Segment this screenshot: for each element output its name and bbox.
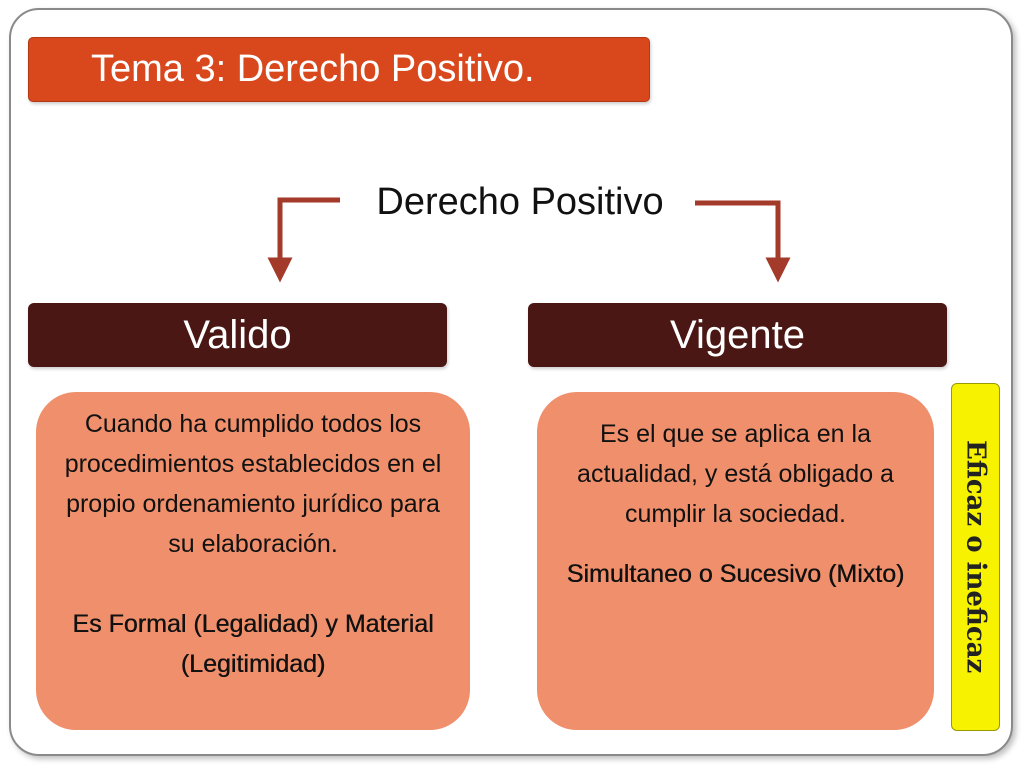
root-node-label: Derecho Positivo [376, 180, 664, 223]
arrow-right [695, 200, 791, 283]
header-vigente: Vigente [528, 303, 947, 367]
side-tag-eficaz: Eficaz o ineficaz [951, 383, 1000, 731]
slide-title-text: Tema 3: Derecho Positivo. [91, 48, 535, 90]
header-vigente-label: Vigente [670, 312, 805, 357]
side-tag-label: Eficaz o ineficaz [960, 440, 991, 674]
header-valido: Valido [28, 303, 447, 367]
card-valido: Cuando ha cumplido todos los procedimien… [36, 392, 470, 730]
slide-title: Tema 3: Derecho Positivo. [28, 37, 650, 102]
card-valido-note: Es Formal (Legalidad) y Material (Legiti… [72, 610, 434, 678]
arrow-left [267, 197, 340, 283]
card-valido-description: Cuando ha cumplido todos los procedimien… [64, 410, 442, 558]
card-vigente-description: Es el que se aplica en la actualidad, y … [577, 420, 894, 528]
card-vigente-note: Simultaneo o Sucesivo (Mixto) [566, 560, 905, 588]
card-vigente: Es el que se aplica en la actualidad, y … [537, 392, 934, 730]
header-valido-label: Valido [183, 312, 292, 357]
